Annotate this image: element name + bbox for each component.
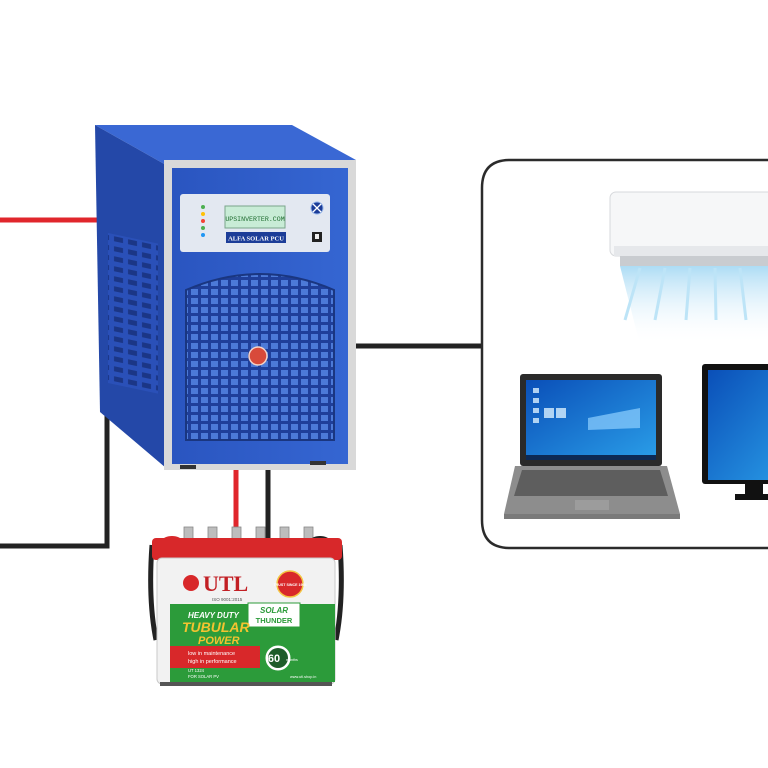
model-label: ALFA SOLAR PCU <box>228 236 284 243</box>
laptop-icon <box>504 374 680 519</box>
cross-mark <box>312 203 322 213</box>
utl-logo-icon <box>183 575 199 591</box>
tubular-text: TUBULAR <box>182 619 251 635</box>
warranty-unit: months <box>286 658 298 662</box>
trust-badge-text: TRUST SINCE 1994 <box>274 583 307 587</box>
battery-handle <box>148 544 159 641</box>
lcd-text: UPSINVERTER.COM <box>225 216 284 223</box>
battery-brand-subtext: ISO 9001:2015 <box>212 597 243 602</box>
battery-vent-caps <box>183 526 314 540</box>
series-line2: THUNDER <box>256 616 293 625</box>
battery-model-1: UT 1324 <box>188 668 205 673</box>
status-leds <box>201 205 205 237</box>
series-line1: SOLAR <box>260 606 288 615</box>
heavy-duty-text: HEAVY DUTY <box>188 611 239 620</box>
series-plate <box>247 602 301 628</box>
inverter-unit: UPSINVERTER.COM ALFA SOLAR PCU <box>95 125 356 470</box>
battery-base <box>160 682 332 686</box>
fan-badge-icon <box>248 346 268 366</box>
battery-lid <box>152 538 342 560</box>
wiring <box>0 217 482 549</box>
tagline-2: high in performance <box>188 659 237 665</box>
air-conditioner-icon <box>609 191 768 345</box>
load-panel <box>480 158 768 550</box>
battery-brand: UTL <box>203 571 248 596</box>
inverter-top-panel <box>95 125 356 165</box>
black-wire-solar-in <box>0 390 110 549</box>
battery-unit: UTL ISO 9001:2015 TRUST SINCE 1994 SOLAR… <box>148 526 344 686</box>
battery-model-2: FOR SOLAR PV <box>188 674 219 679</box>
model-plate <box>226 232 286 243</box>
trust-badge <box>276 570 304 598</box>
desktop-monitor-icon <box>702 364 768 500</box>
power-text: POWER <box>198 635 240 647</box>
tagline-1: low in maintenance <box>188 651 235 657</box>
load-panel-border <box>480 158 768 550</box>
battery-website: www.utl.shop.in <box>290 675 316 679</box>
lcd-display <box>224 205 286 229</box>
warranty-number: 60 <box>268 653 280 665</box>
tagline-panel <box>170 646 260 668</box>
inverter-side-vents <box>108 232 158 394</box>
